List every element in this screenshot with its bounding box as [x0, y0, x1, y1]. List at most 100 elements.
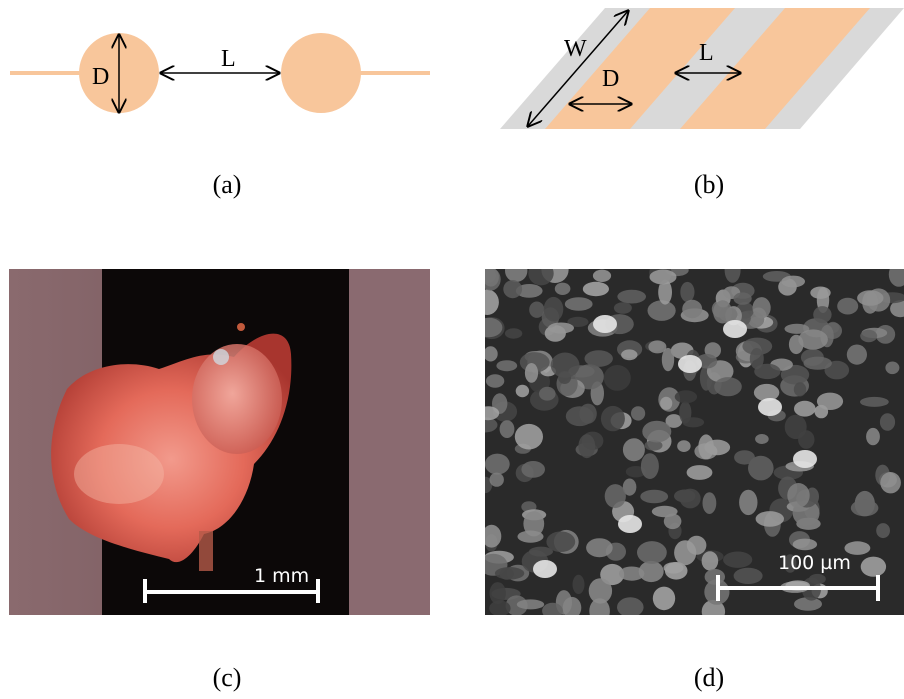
width-arrow: [528, 11, 628, 126]
cell: [582, 281, 609, 297]
cell: [663, 513, 682, 530]
cell: [485, 346, 498, 362]
bright-cell: [758, 398, 782, 416]
cell: [784, 323, 810, 334]
cell: [548, 322, 574, 334]
right-circle: [281, 33, 361, 113]
cell: [885, 361, 900, 375]
cell: [515, 284, 543, 298]
cell: [749, 348, 764, 370]
cell: [640, 489, 669, 504]
cell: [755, 434, 769, 444]
panel-b-diagram: W D L: [500, 8, 904, 129]
cell: [644, 440, 663, 451]
cell: [489, 582, 506, 605]
cell: [783, 554, 797, 573]
cell: [890, 300, 904, 318]
cell: [539, 386, 556, 401]
cell: [860, 396, 889, 407]
cell: [529, 546, 553, 557]
cell: [793, 382, 807, 397]
cell: [515, 384, 530, 398]
cell: [846, 344, 867, 365]
cell: [589, 598, 610, 615]
label-w-b: W: [564, 36, 587, 62]
label-l-a: L: [221, 46, 236, 72]
cell: [496, 360, 518, 372]
cell: [714, 377, 742, 397]
cell: [562, 596, 582, 615]
cell: [579, 403, 597, 424]
label-l-b: L: [699, 40, 714, 66]
cell: [542, 602, 563, 615]
cell: [674, 390, 698, 404]
cell: [505, 595, 528, 615]
cell: [647, 300, 676, 321]
cell: [621, 349, 638, 361]
cell: [622, 478, 637, 496]
cell: [485, 417, 498, 433]
cell: [837, 297, 859, 315]
cell: [638, 560, 664, 583]
cell: [494, 567, 525, 580]
caption-c: (c): [212, 663, 242, 692]
cell: [649, 269, 677, 285]
cell: [754, 363, 781, 380]
cell: [702, 492, 717, 514]
cell: [661, 347, 675, 372]
cell: [604, 484, 626, 509]
cell: [733, 292, 752, 305]
cell: [677, 440, 691, 452]
cell: [816, 392, 844, 410]
cell: [876, 523, 890, 539]
cell: [724, 269, 741, 283]
cell: [504, 328, 523, 339]
cell: [888, 269, 904, 287]
cell: [798, 329, 828, 350]
cell: [578, 434, 596, 459]
scale-bar-c: 1 mm: [143, 565, 320, 603]
cell: [794, 597, 822, 611]
cell: [505, 269, 528, 282]
cell: [613, 302, 632, 314]
tissue-lobe: [192, 344, 282, 454]
cell: [723, 551, 753, 568]
orange-stripe-2: [680, 8, 870, 129]
cell-micrograph: [485, 269, 904, 615]
cell: [584, 350, 613, 367]
cell: [674, 540, 697, 566]
cell: [572, 574, 585, 594]
cell: [752, 297, 771, 319]
scale-bar-d: 100 µm: [716, 552, 880, 601]
cell: [485, 269, 501, 291]
cell: [485, 317, 503, 338]
cell: [546, 531, 576, 552]
cell: [617, 597, 644, 615]
cell: [698, 434, 714, 460]
cell: [528, 269, 554, 286]
cell: [682, 417, 705, 428]
cell: [567, 316, 589, 327]
cell: [686, 465, 713, 480]
cell: [701, 551, 719, 571]
cell: [600, 563, 625, 586]
cell: [734, 450, 755, 465]
cell: [603, 365, 631, 391]
cell: [742, 337, 773, 355]
cell: [489, 472, 504, 487]
cell: [485, 453, 510, 475]
cell: [600, 405, 625, 432]
cell: [866, 427, 880, 446]
cell: [733, 567, 763, 584]
cell: [679, 488, 701, 509]
cell: [642, 420, 672, 443]
bright-cell: [593, 315, 617, 333]
bright-cell: [793, 450, 817, 468]
cell: [524, 363, 539, 383]
cell: [753, 383, 780, 402]
scale-label-c: 1 mm: [254, 565, 309, 587]
cell: [857, 290, 884, 306]
cell: [514, 423, 543, 450]
cell: [588, 578, 613, 604]
cell: [592, 269, 612, 282]
